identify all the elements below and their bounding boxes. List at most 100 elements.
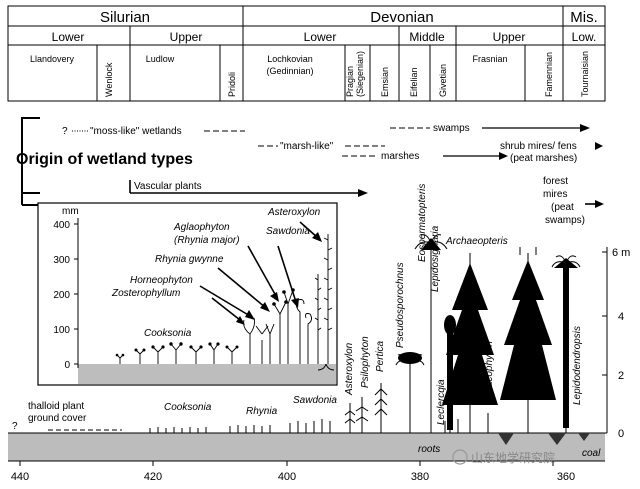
wetland-bracket (21, 117, 40, 206)
swamps-label: swamps (433, 123, 470, 134)
inset-cooksonia: Cooksonia (144, 328, 192, 339)
moss-like-question: ? (62, 126, 68, 137)
plant-lepidodendropsis: Lepidodendropsis (572, 326, 583, 405)
moss-like-label: "moss-like" wetlands (90, 126, 182, 137)
plant-archaeopteris: Archaeopteris (445, 236, 508, 247)
shrub-mires-label: shrub mires/ fens (500, 141, 577, 152)
age-axis (8, 460, 605, 466)
plant-eospermatopteris: Eospermatopteris (417, 184, 428, 262)
stage-frasnian: Frasnian (472, 54, 507, 64)
peat-marshes-label: (peat marshes) (510, 153, 577, 164)
inset-tick-200: 200 (53, 290, 70, 301)
stage-pragian: Pragian (345, 66, 355, 97)
plant-rhynia: Rhynia (246, 406, 278, 417)
watermark: 山东地学研究院 (452, 449, 555, 465)
period-silurian: Silurian (100, 9, 150, 26)
plant-labels: Asteroxylon Psilophyton Pertica Pseudosp… (164, 184, 583, 425)
inset-tick-400: 400 (53, 220, 70, 231)
roots-label: roots (418, 444, 440, 455)
subperiod-silurian-upper: Upper (170, 30, 203, 44)
forest-mires-line-2: mires (543, 189, 567, 200)
time-scale-header (7, 5, 606, 102)
inset-rhynia-major: (Rhynia major) (174, 235, 240, 246)
plant-sawdonia: Sawdonia (293, 395, 337, 406)
stage-siegenian: (Siegenian) (355, 51, 365, 97)
plant-leclercqia: Leclercqia (436, 379, 447, 425)
period-devonian: Devonian (370, 9, 433, 26)
thalloid-label-1: thalloid plant (28, 401, 84, 412)
forest-mires-line-4: swamps) (545, 215, 585, 226)
stage-emsian: Emsian (380, 67, 390, 97)
inset-tick-0: 0 (64, 360, 70, 371)
plant-pertica: Pertica (375, 340, 386, 372)
subperiod-labels: Lower Upper Lower Middle Upper Low. (52, 30, 597, 44)
arrow-heads (358, 124, 604, 208)
height-tick-4: 4 (618, 311, 624, 323)
wetland-arrows (72, 127, 596, 205)
inset-ground (78, 364, 336, 384)
plant-canopies (398, 238, 578, 430)
wetland-labels: ? "moss-like" wetlands "marsh-like" mars… (62, 123, 585, 226)
stage-tournaisian: Tournaisian (580, 51, 590, 97)
watermark-text: 山东地学研究院 (471, 450, 555, 465)
inset-zosterophyllum: Zosterophyllum (111, 288, 180, 299)
stage-givetian: Givetian (438, 64, 448, 97)
inset-panel: mm 400 300 200 100 0 (37, 202, 338, 386)
stage-wenlock: Wenlock (104, 62, 114, 97)
inset-horneophyton: Horneophyton (130, 275, 193, 286)
subperiod-silurian-lower: Lower (52, 30, 85, 44)
plant-rhacophyton: Rhacophyton (484, 341, 495, 400)
vascular-plants-label: Vascular plants (134, 181, 202, 192)
stage-llandovery: Llandovery (30, 54, 75, 64)
marsh-like-label: "marsh-like" (280, 141, 334, 152)
wetland-title: Origin of wetland types (16, 151, 193, 168)
stage-lochkovian: Lochkovian (267, 54, 313, 64)
subperiod-mis-lower: Low. (572, 30, 597, 44)
forest-mires-line-1: forest (543, 176, 568, 187)
inset-rhynia-gwynne: Rhynia gwynne (155, 254, 224, 265)
coal-label: coal (582, 448, 601, 459)
inset-aglaophyton: Aglaophyton (173, 222, 230, 233)
age-tick-360: 360 (557, 471, 575, 483)
height-tick-0: 0 (618, 428, 624, 440)
plant-pseudosporochnus: Pseudosporochnus (395, 262, 406, 348)
plant-lepidosigillaria: Lepidosigillaria (430, 225, 441, 292)
stage-labels: Llandovery Wenlock Ludlow Pridoli Lochko… (30, 51, 590, 97)
stage-famennian: Famennian (544, 52, 554, 97)
inset-frame (37, 202, 338, 386)
height-tick-6m: 6 m (612, 247, 630, 259)
forest-mires-line-3: (peat (551, 202, 574, 213)
subperiod-devonian-lower: Lower (304, 30, 337, 44)
thalloid-label-2: ground cover (28, 413, 87, 424)
coal-deposits (498, 433, 590, 445)
marshes-label: marshes (381, 151, 419, 162)
plant-asteroxylon: Asteroxylon (344, 342, 355, 396)
inset-asteroxylon: Asteroxylon (267, 207, 321, 218)
inset-tick-300: 300 (53, 255, 70, 266)
inset-plant-heads (115, 288, 295, 357)
period-mississippian: Mis. (570, 9, 598, 26)
ground-labels: thalloid plant ground cover ? roots coal (12, 401, 601, 459)
plant-ibyka: Ibyka (450, 374, 461, 398)
inset-pointer-heads (236, 232, 322, 325)
watermark-logo-icon (452, 449, 468, 465)
age-tick-400: 400 (278, 471, 296, 483)
inset-tick-100: 100 (53, 325, 70, 336)
plant-cooksonia: Cooksonia (164, 402, 212, 413)
period-labels: Silurian Devonian Mis. (100, 9, 598, 26)
ground-question: ? (12, 421, 18, 432)
height-axis (602, 247, 608, 434)
age-tick-420: 420 (144, 471, 162, 483)
stage-ludlow: Ludlow (146, 54, 175, 64)
height-tick-2: 2 (618, 370, 624, 382)
inset-sawdonia: Sawdonia (266, 226, 310, 237)
age-tick-380: 380 (411, 471, 429, 483)
plant-psilophyton: Psilophyton (360, 336, 371, 388)
subperiod-devonian-middle: Middle (409, 30, 445, 44)
age-tick-440: 440 (11, 471, 29, 483)
stage-pridoli: Pridoli (227, 72, 237, 97)
stage-eifelian: Eifelian (409, 67, 419, 97)
inset-unit: mm (62, 206, 79, 217)
stage-gedinnian: (Gedinnian) (266, 66, 313, 76)
